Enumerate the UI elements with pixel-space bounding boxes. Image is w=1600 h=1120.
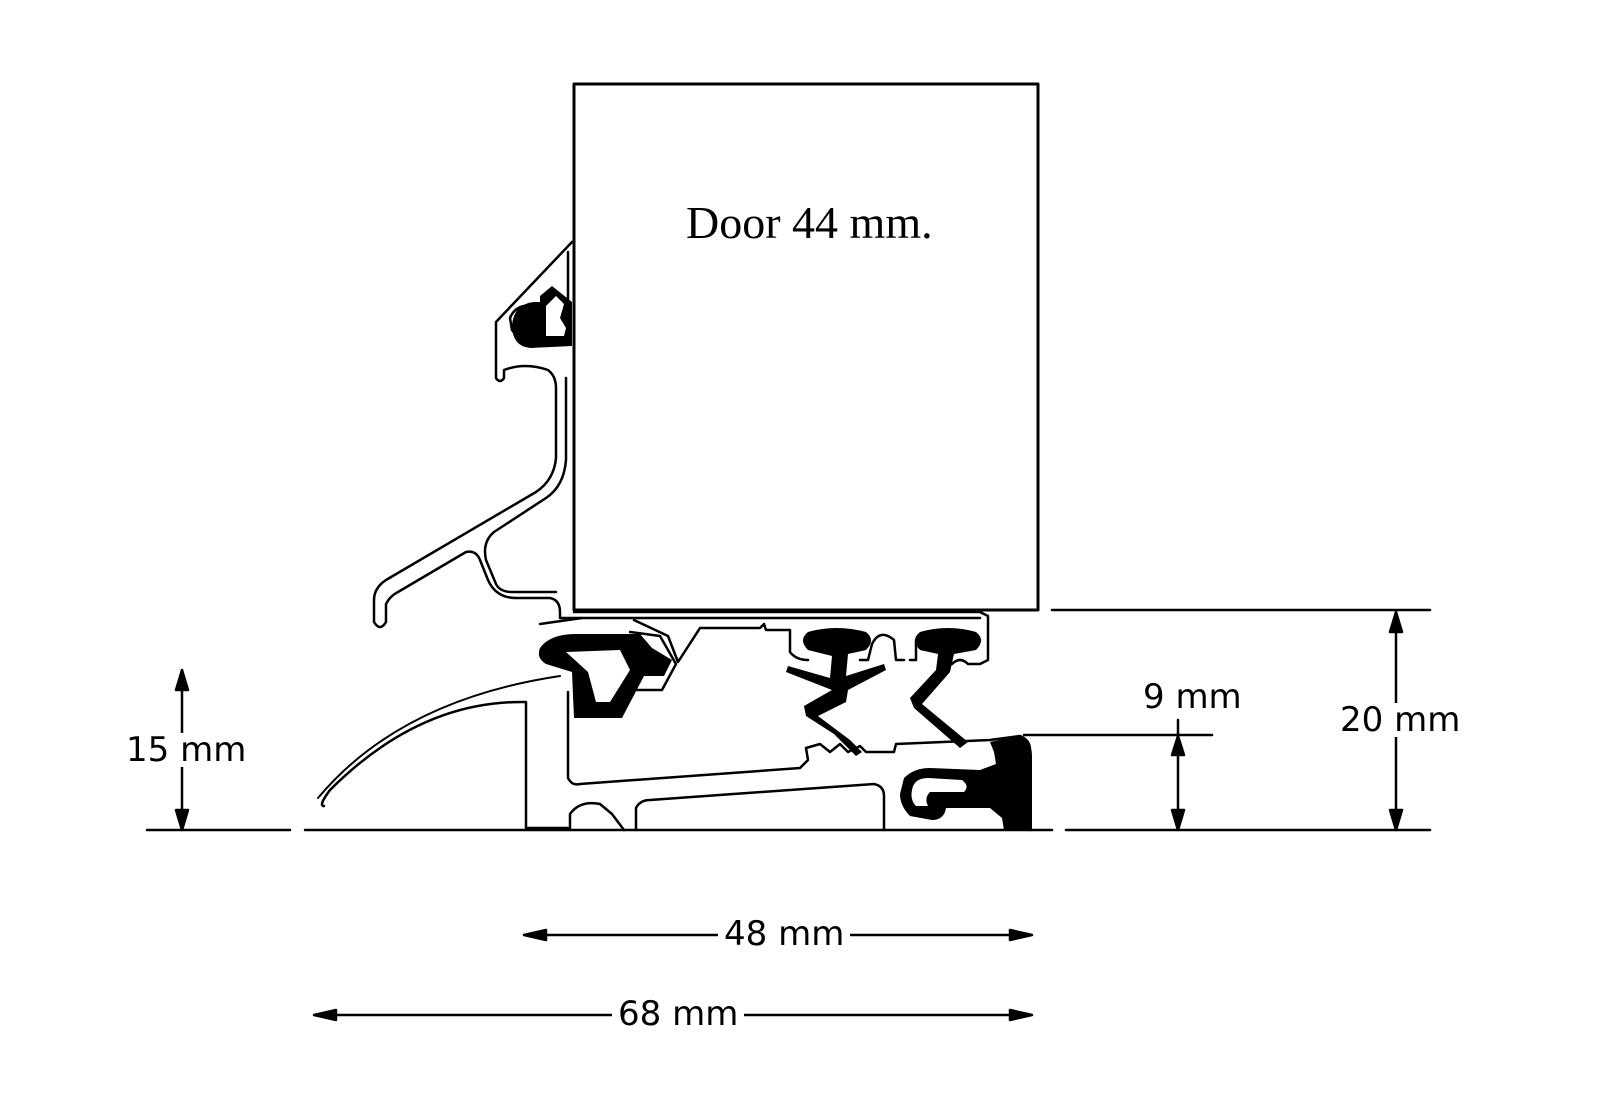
threshold-end-seal-hollow [911,778,967,806]
door-label: Door 44 mm. [686,197,933,248]
dimension-label-20mm: 20 mm [1340,700,1461,740]
ramp-serrated-edge [317,675,561,799]
dimension-label-68mm: 68 mm [612,997,745,1031]
dimension-label-9mm: 9 mm [1143,677,1242,717]
door-bottom-channel [538,610,990,666]
dimension-9mm [1022,718,1214,832]
weather-bar-profile [372,240,982,629]
seal-carrier [626,630,678,692]
drop-seal-fin-1 [786,628,886,756]
drop-seal-fin-2 [910,628,981,748]
weather-bar-seal-hollow [546,296,566,336]
dimension-label-15mm: 15 mm [126,730,247,770]
threshold-base [566,690,1032,832]
compression-seal-hollow [566,650,630,702]
threshold-end-seal [900,736,1032,830]
door-panel [572,82,1040,612]
threshold-lower-web [568,782,886,832]
ramp-profile [320,700,570,830]
dimension-label-48mm: 48 mm [718,917,851,951]
